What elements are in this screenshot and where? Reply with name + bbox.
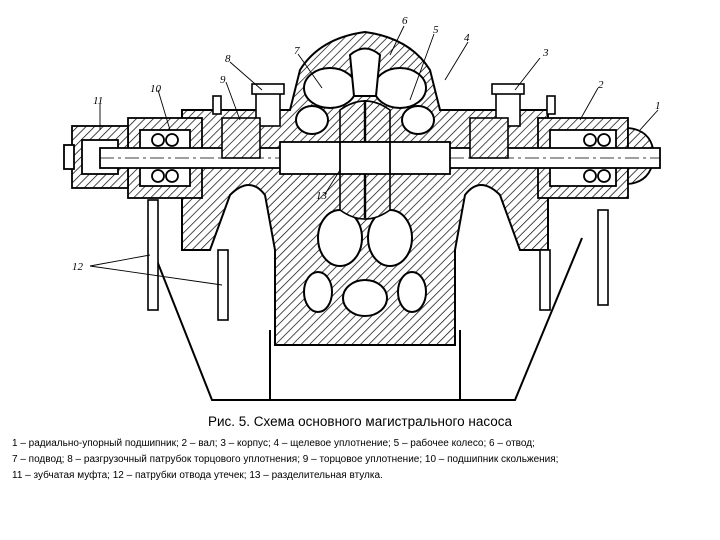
pump-cross-section-drawing: 1 2 3 4 5 6 7 8 9 10 11 12 13 — [63, 15, 661, 401]
callout-5: 5 — [433, 24, 439, 36]
legend-line-3: 11 – зубчатая муфта; 12 – патрубки отвод… — [12, 470, 383, 481]
leader-lines — [89, 25, 659, 286]
legend-line-1: 1 – радиально-упорный подшипник; 2 – вал… — [12, 438, 535, 449]
figure-legend: 1 – радиально-упорный подшипник; 2 – вал… — [12, 436, 712, 484]
callout-9: 9 — [220, 74, 226, 86]
legend-line-2: 7 – подвод; 8 – разгрузочный патрубок то… — [12, 454, 559, 465]
figure-caption-title: Рис. 5. Схема основного магистрального н… — [207, 414, 513, 429]
callout-10: 10 — [150, 83, 162, 95]
callout-12: 12 — [72, 261, 84, 273]
callout-13: 13 — [316, 190, 328, 202]
callout-2: 2 — [598, 79, 604, 91]
leakage-drain-pipes — [147, 199, 609, 321]
callout-1: 1 — [655, 100, 661, 112]
seal-fittings — [212, 83, 556, 159]
callout-8: 8 — [225, 53, 231, 65]
pump-stand — [147, 237, 583, 401]
impeller — [339, 100, 391, 220]
callout-3: 3 — [542, 47, 549, 59]
callout-4: 4 — [464, 32, 470, 44]
callout-7: 7 — [294, 45, 300, 57]
callout-6: 6 — [402, 15, 408, 27]
callout-11: 11 — [93, 95, 103, 107]
